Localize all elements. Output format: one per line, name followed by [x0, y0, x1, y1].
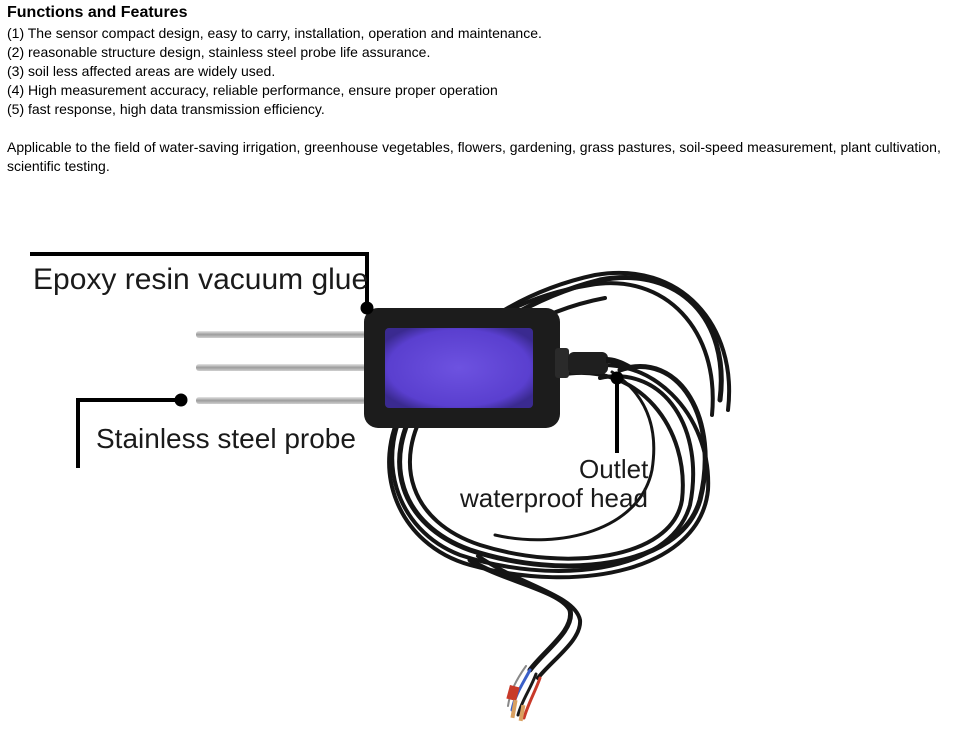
epoxy-label: Epoxy resin vacuum glue — [33, 263, 368, 296]
page-title: Functions and Features — [7, 4, 188, 21]
waterproof-head-label: waterproof head — [459, 483, 648, 513]
applicable-paragraph: Applicable to the field of water-saving … — [7, 139, 941, 174]
feature-item: (5) fast response, high data transmissio… — [7, 101, 325, 117]
cable-coil — [387, 270, 732, 680]
probe-label: Stainless steel probe — [96, 423, 356, 454]
stainless-steel-probes — [196, 331, 366, 404]
sensor-illustration: Epoxy resin vacuum glue Stainless steel … — [30, 252, 732, 722]
feature-item: (2) reasonable structure design, stainle… — [7, 44, 431, 60]
outlet-label: Outlet — [579, 454, 649, 484]
sensor-body — [364, 308, 632, 428]
feature-item: (3) soil less affected areas are widely … — [7, 63, 276, 79]
sensor-figure: Epoxy resin vacuum glue Stainless steel … — [0, 200, 954, 749]
callout-lines — [30, 252, 624, 468]
feature-item: (1) The sensor compact design, easy to c… — [7, 25, 542, 41]
feature-item: (4) High measurement accuracy, reliable … — [7, 82, 498, 98]
features-list: (1) The sensor compact design, easy to c… — [7, 24, 542, 119]
wire-ends — [506, 665, 542, 722]
